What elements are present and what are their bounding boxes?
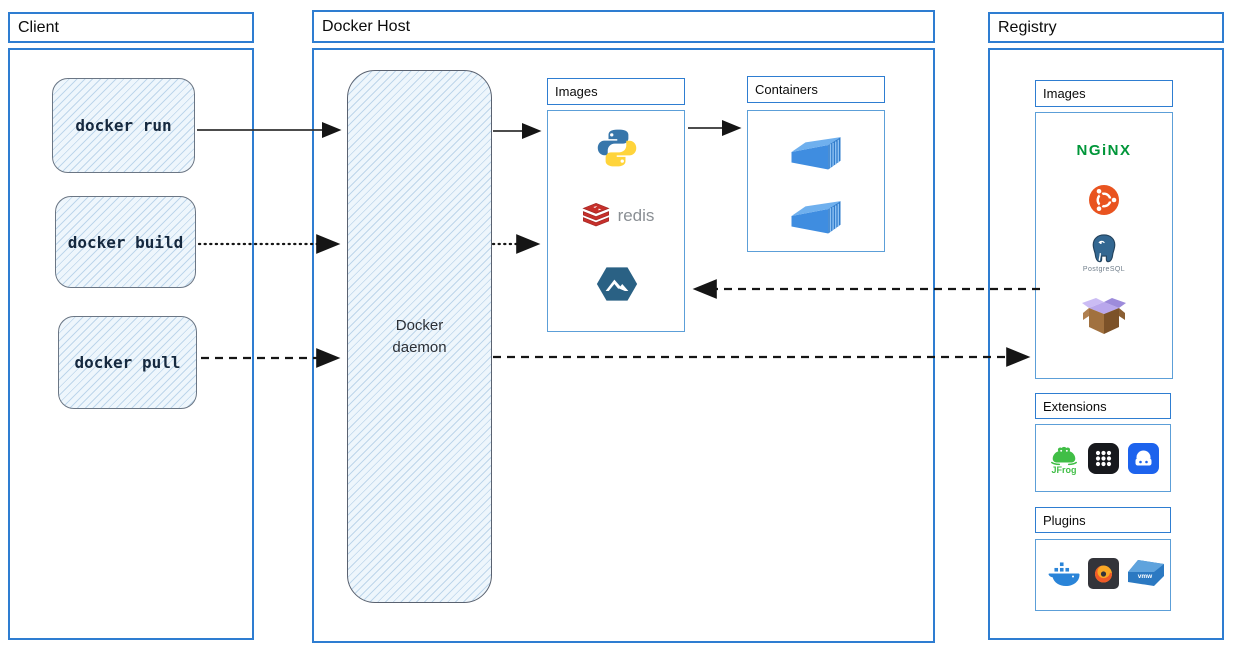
registry-title: Registry [998,18,1057,36]
docker-host-title-box: Docker Host [312,10,935,43]
containers-title: Containers [755,82,818,97]
vmware-label: vmw [1138,573,1153,580]
extensions-title-box: Extensions [1035,393,1171,419]
host-images-box [547,110,685,332]
docker-host-title: Docker Host [322,17,411,35]
containers-title-box: Containers [747,76,885,103]
container-icon [786,195,846,237]
docker-daemon-box: Docker daemon [347,70,492,603]
jfrog-label: JFrog [1051,465,1077,475]
postgresql-label: PostgreSQL [1082,265,1126,273]
nginx-wordmark: NGiNX [1076,141,1132,159]
plugins-title: Plugins [1043,512,1086,528]
client-title: Client [18,18,59,36]
registry-images-title-box: Images [1035,80,1173,107]
docker-run-box: docker run [52,78,195,173]
docker-build-label: docker build [67,232,184,252]
client-title-box: Client [8,12,254,43]
docker-pull-box: docker pull [58,316,197,409]
host-images-title: Images [555,84,598,99]
docker-whale-icon [1046,560,1082,588]
grafana-icon [1088,558,1119,589]
nginx-logo: NGiNX [1035,140,1173,160]
redis-logo: redis [565,200,669,232]
plugins-title-box: Plugins [1035,507,1171,533]
jfrog-icon [1051,446,1077,466]
disk-drive-icon [1128,443,1159,474]
docker-run-label: docker run [75,116,172,135]
busybox-icon [1080,295,1128,337]
redis-icon [581,202,610,227]
alpine-icon [596,264,638,304]
postgresql-icon [1092,233,1116,262]
container-icon [786,131,846,173]
python-icon [596,127,638,169]
postgresql-logo: PostgreSQL [1035,230,1173,275]
extensions-title: Extensions [1043,398,1107,414]
vmware-icon: vmw [1126,556,1166,588]
host-images-title-box: Images [547,78,685,105]
app-grid-icon [1088,443,1119,474]
docker-daemon-label: Docker daemon [392,316,447,356]
docker-pull-label: docker pull [74,353,181,372]
ubuntu-icon [1089,185,1119,215]
docker-build-box: docker build [55,196,196,288]
registry-title-box: Registry [988,12,1224,43]
redis-label: redis [617,206,655,225]
registry-images-title: Images [1043,86,1086,101]
jfrog-logo: JFrog [1046,440,1082,478]
